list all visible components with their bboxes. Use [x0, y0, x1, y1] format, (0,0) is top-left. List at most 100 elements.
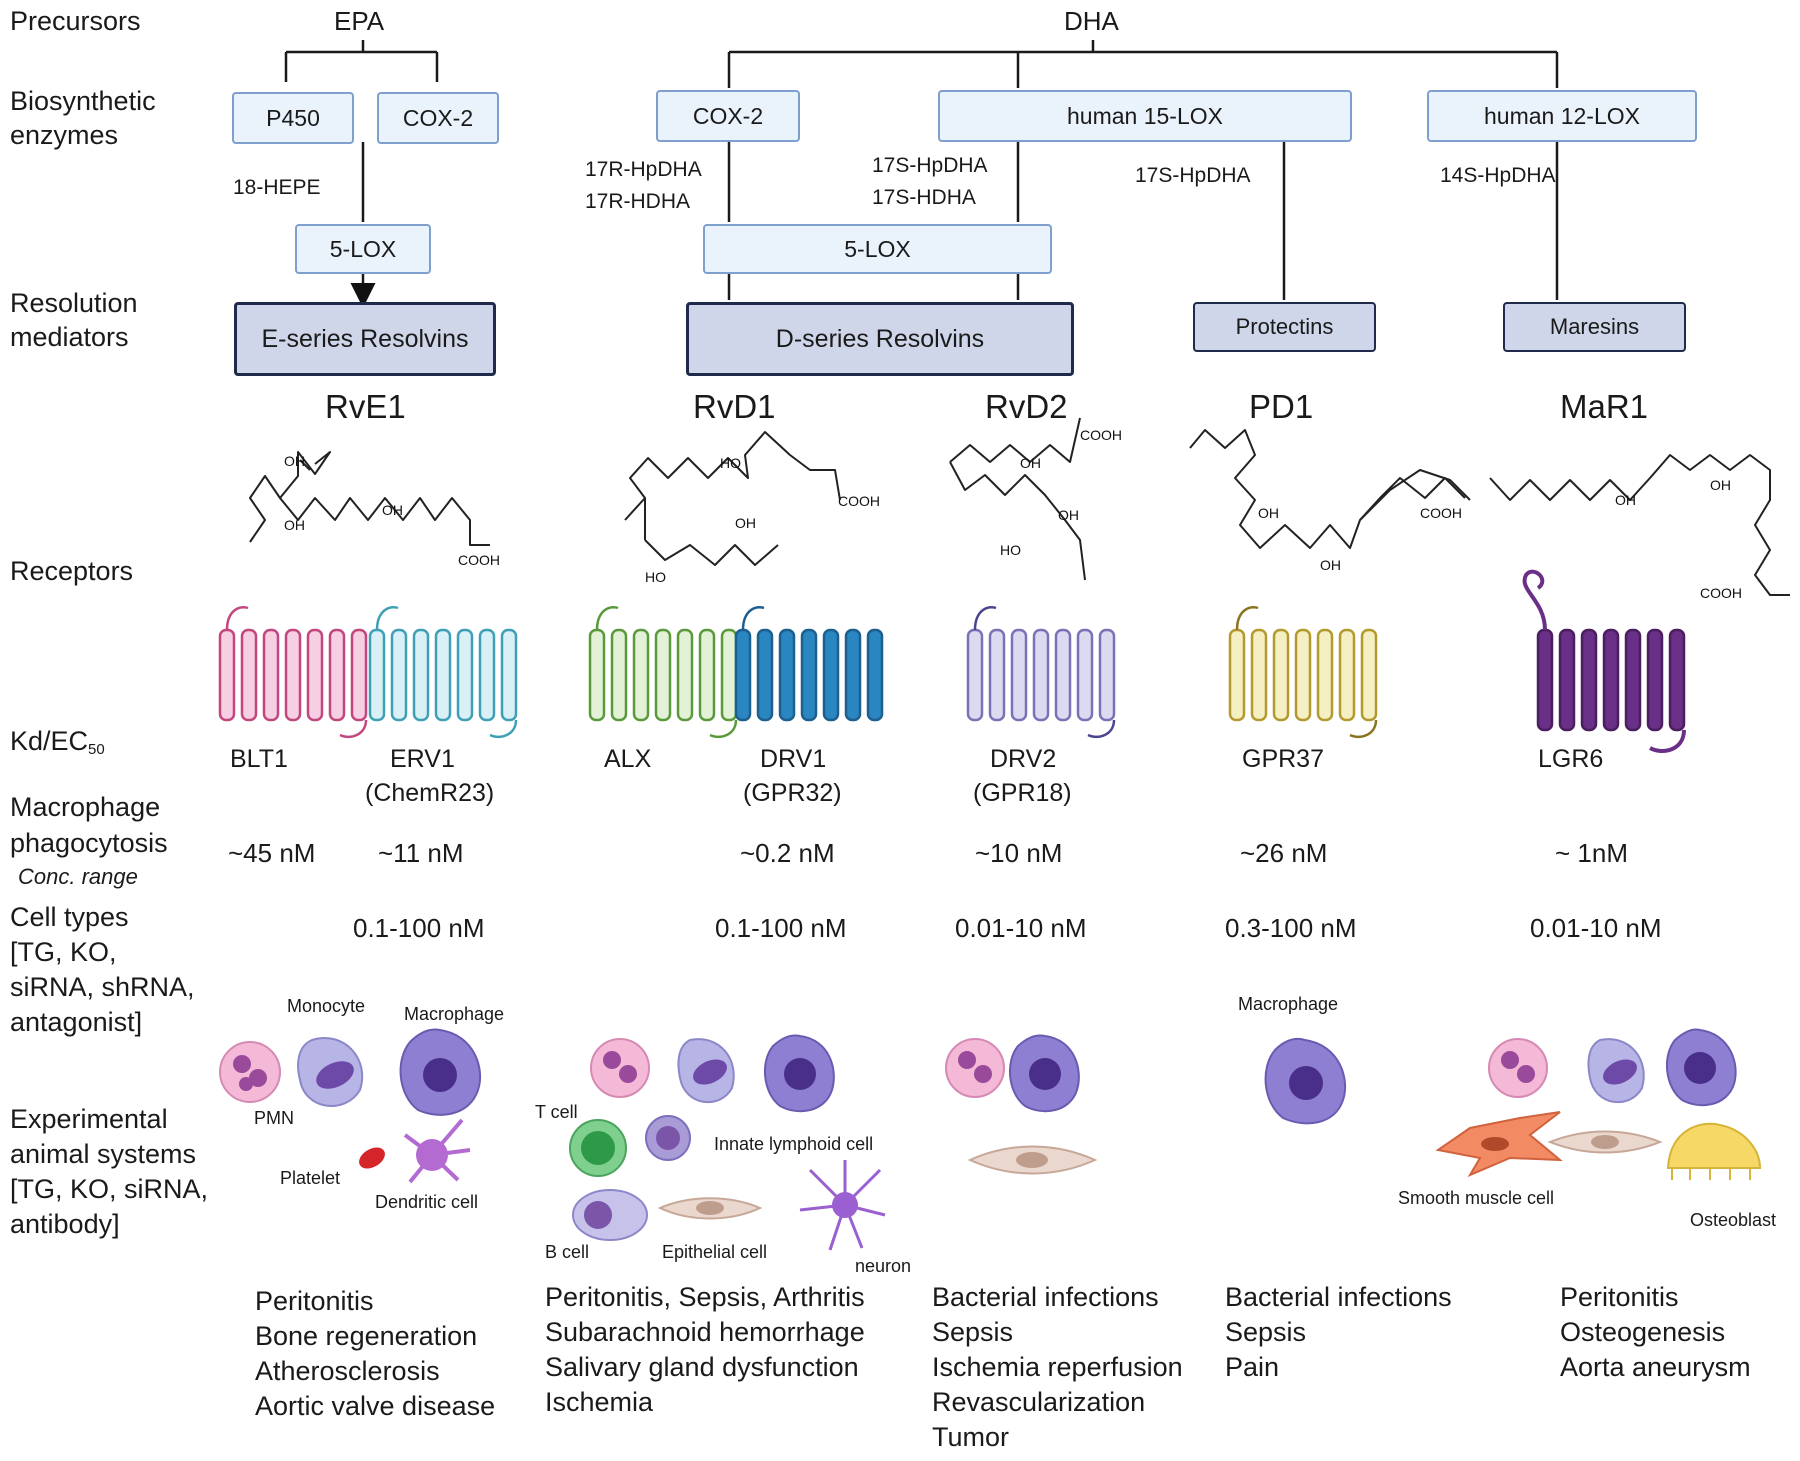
drv1-receptor-icon	[734, 606, 884, 722]
rvd1-pmn-icon	[590, 1038, 650, 1098]
monocyte-cell-icon	[297, 1037, 364, 1107]
kd-blt1: ~45 nM	[228, 838, 316, 868]
cell-label-tcell: T cell	[535, 1102, 578, 1122]
mar1-cooh-label: COOH	[1700, 585, 1742, 601]
row-label-macro-2: phagocytosis	[10, 828, 168, 858]
rve1-cooh-label: COOH	[458, 552, 500, 568]
phago-mar1: 0.01-10 nM	[1530, 913, 1662, 943]
intermediate-17s-hpdha: 17S-HpDHA	[872, 154, 988, 177]
kd-drv2: ~10 nM	[975, 838, 1063, 868]
cell-label-ilc: Innate lymphoid cell	[714, 1134, 874, 1154]
receptor-blt1: BLT1	[230, 745, 288, 773]
rvd2-oh-label-2: OH	[1058, 507, 1079, 523]
rve1-oh-label-1: OH	[284, 453, 305, 469]
exp-list-item: Peritonitis	[255, 1286, 374, 1316]
cell-label-smooth-muscle: Smooth muscle cell	[1398, 1188, 1555, 1208]
cell-label-dendritic: Dendritic cell	[375, 1192, 479, 1212]
intermediate-17s-hdha: 17S-HDHA	[872, 186, 976, 209]
exp-list-item: Subarachnoid hemorrhage	[545, 1317, 865, 1347]
rvd1-oh-label: OH	[735, 515, 756, 531]
row-label-mediators-1: Resolution	[10, 288, 138, 318]
enzyme-5lox-dha: 5-LOX	[703, 224, 1052, 274]
receptor-lgr6: LGR6	[1538, 745, 1604, 773]
exp-list-item: Atherosclerosis	[255, 1356, 440, 1386]
rvd1-ho-label-1: HO	[720, 455, 741, 471]
rvd2-cooh-label: COOH	[1080, 427, 1122, 443]
row-label-receptors: Receptors	[10, 556, 134, 586]
drv2-receptor-icon	[966, 606, 1116, 739]
row-label-kd: Kd/EC50	[10, 726, 105, 758]
mar1-monocyte-icon	[1587, 1038, 1645, 1104]
family-e-series-resolvins: E-series Resolvins	[234, 302, 496, 376]
rve1-oh-label-3: OH	[382, 502, 403, 518]
kd-gpr37: ~26 nM	[1240, 838, 1328, 868]
cell-label-platelet: Platelet	[280, 1168, 341, 1188]
platelet-cell-icon	[359, 1147, 385, 1169]
receptor-erv1-alt: (ChemR23)	[365, 779, 495, 807]
mar1-macrophage-icon	[1665, 1028, 1737, 1107]
gpr37-receptor-icon	[1228, 606, 1378, 739]
phago-rvd1: 0.1-100 nM	[715, 913, 847, 943]
exp-list-item: Tumor	[932, 1422, 1010, 1452]
receptor-drv1: DRV1	[760, 745, 827, 773]
exp-list-item: Ischemia reperfusion	[932, 1352, 1183, 1382]
row-label-exp-3: [TG, KO, siRNA,	[10, 1174, 209, 1204]
receptor-alx: ALX	[604, 745, 652, 773]
kd-erv1: ~11 nM	[378, 838, 464, 868]
mediator-rvd2: RvD2	[985, 388, 1068, 425]
pmn-cell-icon	[219, 1041, 281, 1103]
osteoblast-icon	[1666, 1122, 1762, 1180]
row-label-enzymes-2: enzymes	[10, 120, 119, 150]
rvd2-ho-label: HO	[1000, 542, 1021, 558]
cell-label-osteoblast: Osteoblast	[1690, 1210, 1777, 1230]
pd1-oh-label-2: OH	[1320, 557, 1341, 573]
row-label-exp-1: Experimental	[10, 1104, 168, 1134]
rvd1-cooh-label: COOH	[838, 493, 880, 509]
enzyme-cox2-dha: COX-2	[656, 90, 800, 142]
ilc-icon	[645, 1115, 691, 1161]
intermediate-17r-hdha: 17R-HDHA	[585, 190, 691, 213]
pd1-oh-label-1: OH	[1258, 505, 1279, 521]
blt1-receptor-icon	[218, 606, 368, 739]
intermediate-18-hepe: 18-HEPE	[233, 176, 321, 199]
exp-list-item: Salivary gland dysfunction	[545, 1352, 859, 1382]
mar1-oh-label-2: OH	[1710, 477, 1731, 493]
row-label-cells-2: [TG, KO,	[10, 937, 117, 967]
row-label-cells-4: antagonist]	[10, 1007, 143, 1037]
enzyme-cox2-epa: COX-2	[377, 92, 499, 144]
family-maresins: Maresins	[1503, 302, 1686, 352]
exp-list-item: Sepsis	[932, 1317, 1014, 1347]
row-label-macro-3: Conc. range	[18, 864, 138, 889]
exp-list-item: Osteogenesis	[1560, 1317, 1726, 1347]
exp-list-item: Bacterial infections	[932, 1282, 1159, 1312]
row-label-mediators-2: mediators	[10, 322, 129, 352]
mar1-pmn-icon	[1488, 1038, 1548, 1098]
intermediate-17r-hpdha: 17R-HpDHA	[585, 158, 702, 181]
phago-pd1: 0.3-100 nM	[1225, 913, 1357, 943]
row-label-cells-1: Cell types	[10, 902, 129, 932]
rvd2-macrophage-icon	[1008, 1034, 1080, 1113]
rve1-structure	[249, 451, 331, 543]
rvd2-pmn-icon	[945, 1038, 1005, 1098]
exp-list-item: Ischemia	[545, 1387, 654, 1417]
pd1-structure	[1189, 429, 1466, 549]
exp-list-item: Pain	[1225, 1352, 1280, 1382]
phago-rve1: 0.1-100 nM	[353, 913, 485, 943]
rvd1-macrophage-icon	[763, 1034, 835, 1113]
precursor-dha: DHA	[1064, 6, 1119, 36]
mar1-epithelial-icon	[1547, 1130, 1663, 1154]
rvd1-monocyte-icon	[677, 1038, 735, 1104]
cell-label-neuron: neuron	[855, 1256, 912, 1276]
mediator-rvd1: RvD1	[693, 388, 776, 425]
tcell-icon	[569, 1119, 627, 1177]
pd1-macrophage-icon	[1264, 1037, 1347, 1125]
phago-rvd2: 0.01-10 nM	[955, 913, 1087, 943]
cell-label-pd1-macrophage: Macrophage	[1238, 994, 1339, 1014]
row-label-exp-2: animal systems	[10, 1139, 197, 1169]
intermediate-17s-hpdha-pd: 17S-HpDHA	[1135, 164, 1251, 187]
family-protectins: Protectins	[1193, 302, 1376, 352]
